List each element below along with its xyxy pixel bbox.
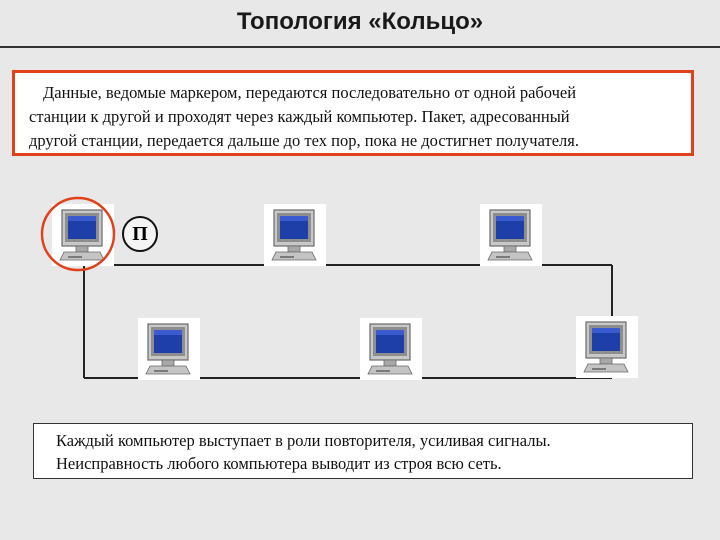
- description-text: Данные, ведомые маркером, передаются пос…: [29, 81, 683, 153]
- title-divider: [0, 46, 720, 48]
- computer-icon: [479, 203, 543, 267]
- sender-highlight-circle: [40, 196, 116, 272]
- description-box: Данные, ведомые маркером, передаются пос…: [12, 70, 694, 156]
- computer-icon: [263, 203, 327, 267]
- computer-icon: [51, 203, 115, 267]
- note-line-1: Каждый компьютер выступает в роли повтор…: [56, 431, 551, 450]
- description-line-1: Данные, ведомые маркером, передаются пос…: [43, 83, 577, 102]
- notes-box: Каждый компьютер выступает в роли повтор…: [33, 423, 693, 479]
- computer-icon: [575, 315, 639, 379]
- description-line-3: другой станции, передается дальше до тех…: [29, 131, 579, 150]
- computer-icon: [137, 317, 201, 381]
- sender-label: П: [122, 216, 158, 252]
- page-title: Топология «Кольцо»: [236, 8, 484, 35]
- description-line-2: станции к другой и проходят через каждый…: [29, 107, 570, 126]
- computer-icon: [359, 317, 423, 381]
- note-line-2: Неисправность любого компьютера выводит …: [56, 454, 502, 473]
- ring-cable: [83, 264, 613, 379]
